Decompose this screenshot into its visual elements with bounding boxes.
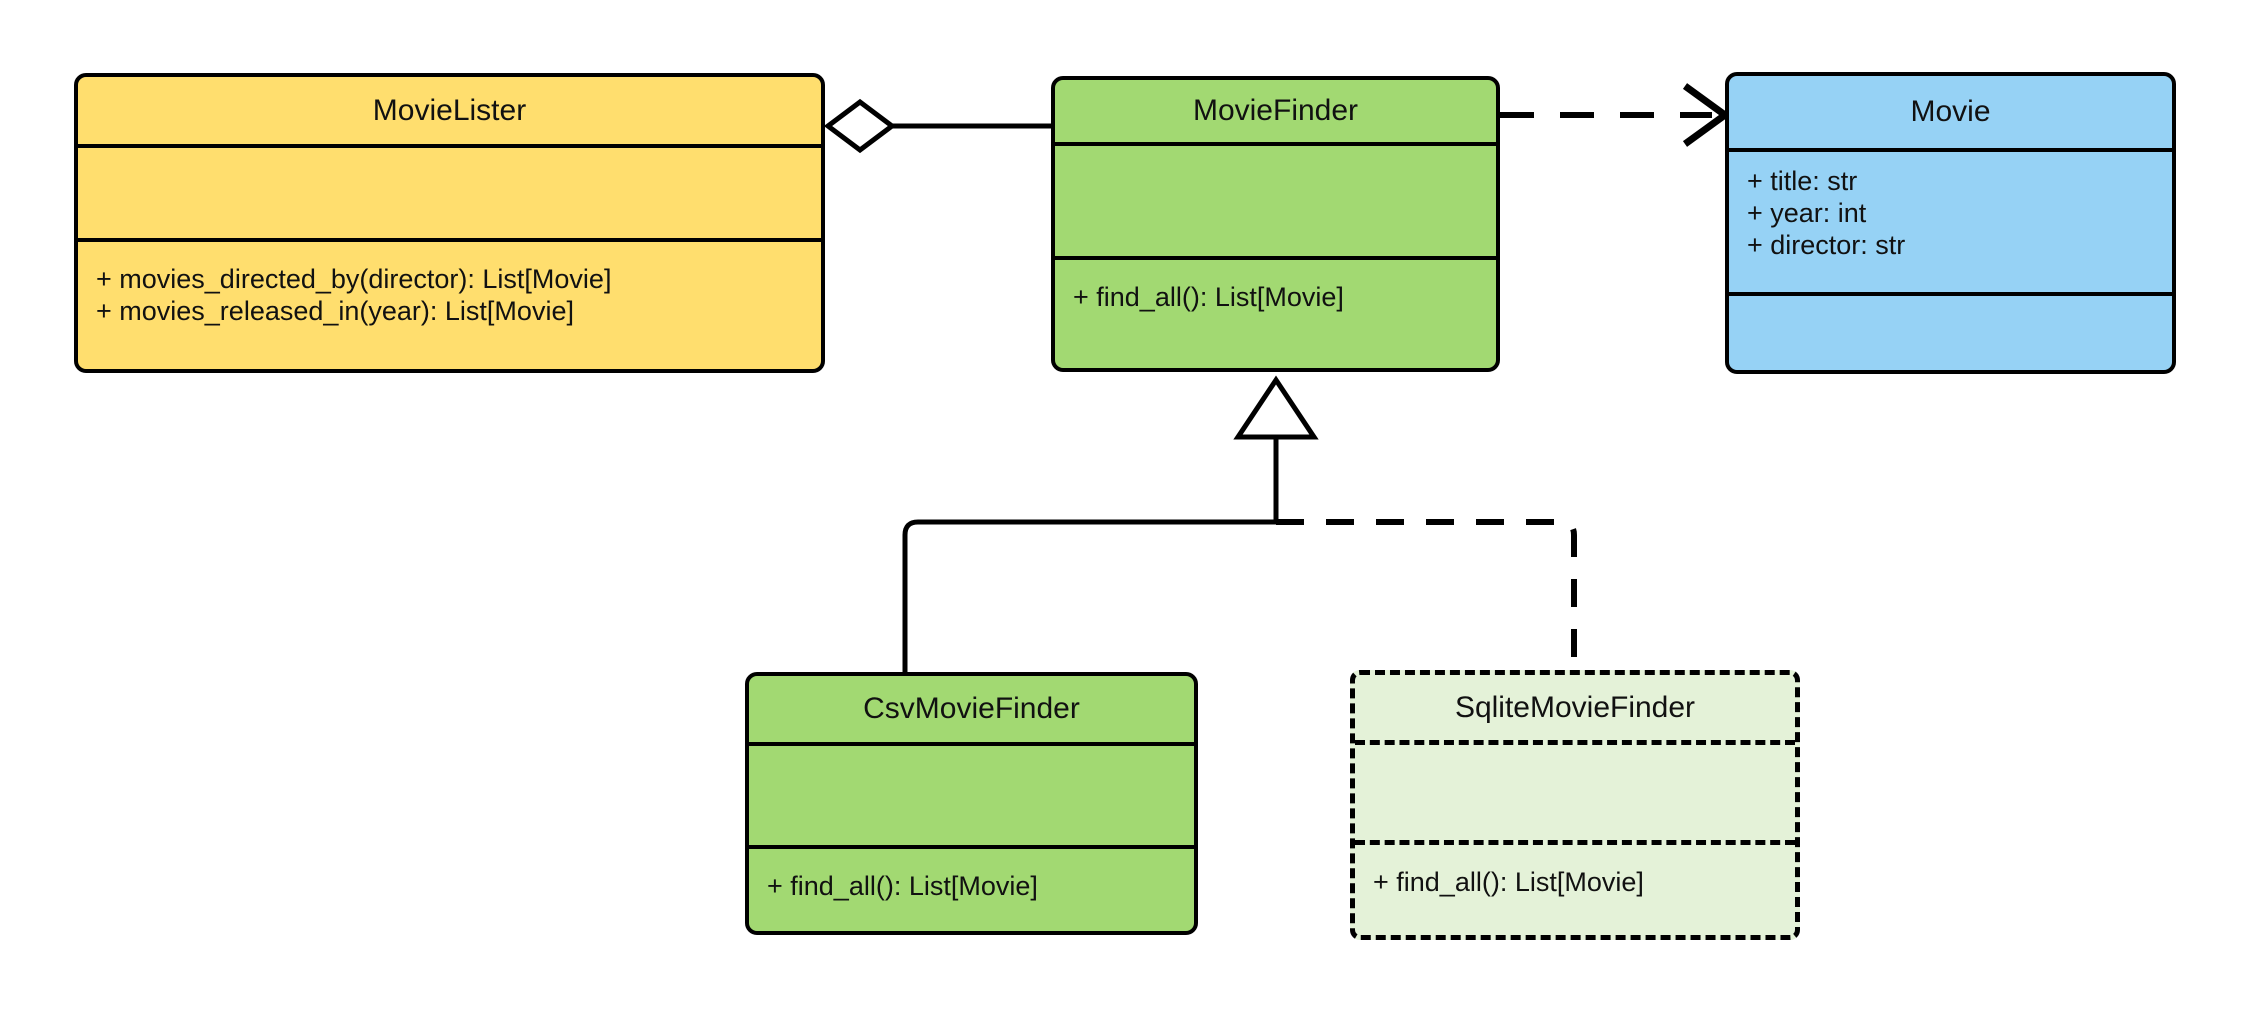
class-box-movie-lister[interactable]: MovieLister + movies_directed_by(directo…	[74, 73, 825, 373]
class-name-csv-movie-finder: CsvMovieFinder	[749, 676, 1194, 746]
attributes-compartment-sqlite-movie-finder	[1355, 745, 1795, 845]
attributes-compartment-csv-movie-finder	[749, 746, 1194, 849]
operation-item: + find_all(): List[Movie]	[1073, 282, 1344, 312]
attribute-item: + title: str	[1747, 166, 1858, 196]
class-name-movie: Movie	[1729, 76, 2172, 152]
operations-compartment-movie-finder: + find_all(): List[Movie]	[1055, 260, 1496, 368]
attributes-compartment-movie-finder	[1055, 146, 1496, 260]
attribute-item: + year: int	[1747, 197, 1867, 228]
operation-item: + movies_directed_by(director): List[Mov…	[96, 264, 612, 294]
hollow-triangle-marker	[1233, 375, 1319, 440]
class-box-movie[interactable]: Movie + title: str + year: int + directo…	[1725, 72, 2176, 374]
class-box-csv-movie-finder[interactable]: CsvMovieFinder + find_all(): List[Movie]	[745, 672, 1198, 935]
class-name-movie-finder: MovieFinder	[1055, 80, 1496, 146]
edge-aggregation-lister-finder	[823, 98, 1051, 154]
class-name-sqlite-movie-finder: SqliteMovieFinder	[1355, 675, 1795, 745]
edge-generalization-tree	[902, 375, 1577, 672]
attributes-compartment-movie: + title: str + year: int + director: str	[1729, 152, 2172, 296]
operations-compartment-movie	[1729, 296, 2172, 370]
generalization-branch-csv	[902, 519, 1276, 672]
open-arrow-marker	[1682, 83, 1731, 147]
operation-item: + find_all(): List[Movie]	[1373, 867, 1644, 897]
operation-item: + movies_released_in(year): List[Movie]	[96, 295, 574, 326]
class-box-sqlite-movie-finder[interactable]: SqliteMovieFinder + find_all(): List[Mov…	[1350, 670, 1800, 940]
hollow-diamond-marker	[823, 98, 897, 154]
operations-compartment-sqlite-movie-finder: + find_all(): List[Movie]	[1355, 845, 1795, 935]
edge-dependency-finder-movie	[1500, 83, 1731, 147]
generalization-branch-sqlite	[1276, 519, 1577, 670]
operations-compartment-movie-lister: + movies_directed_by(director): List[Mov…	[78, 242, 821, 369]
class-name-movie-lister: MovieLister	[78, 77, 821, 148]
operations-compartment-csv-movie-finder: + find_all(): List[Movie]	[749, 849, 1194, 931]
class-box-movie-finder[interactable]: MovieFinder + find_all(): List[Movie]	[1051, 76, 1500, 372]
attribute-item: + director: str	[1747, 229, 1906, 260]
attributes-compartment-movie-lister	[78, 148, 821, 242]
operation-item: + find_all(): List[Movie]	[767, 871, 1038, 901]
